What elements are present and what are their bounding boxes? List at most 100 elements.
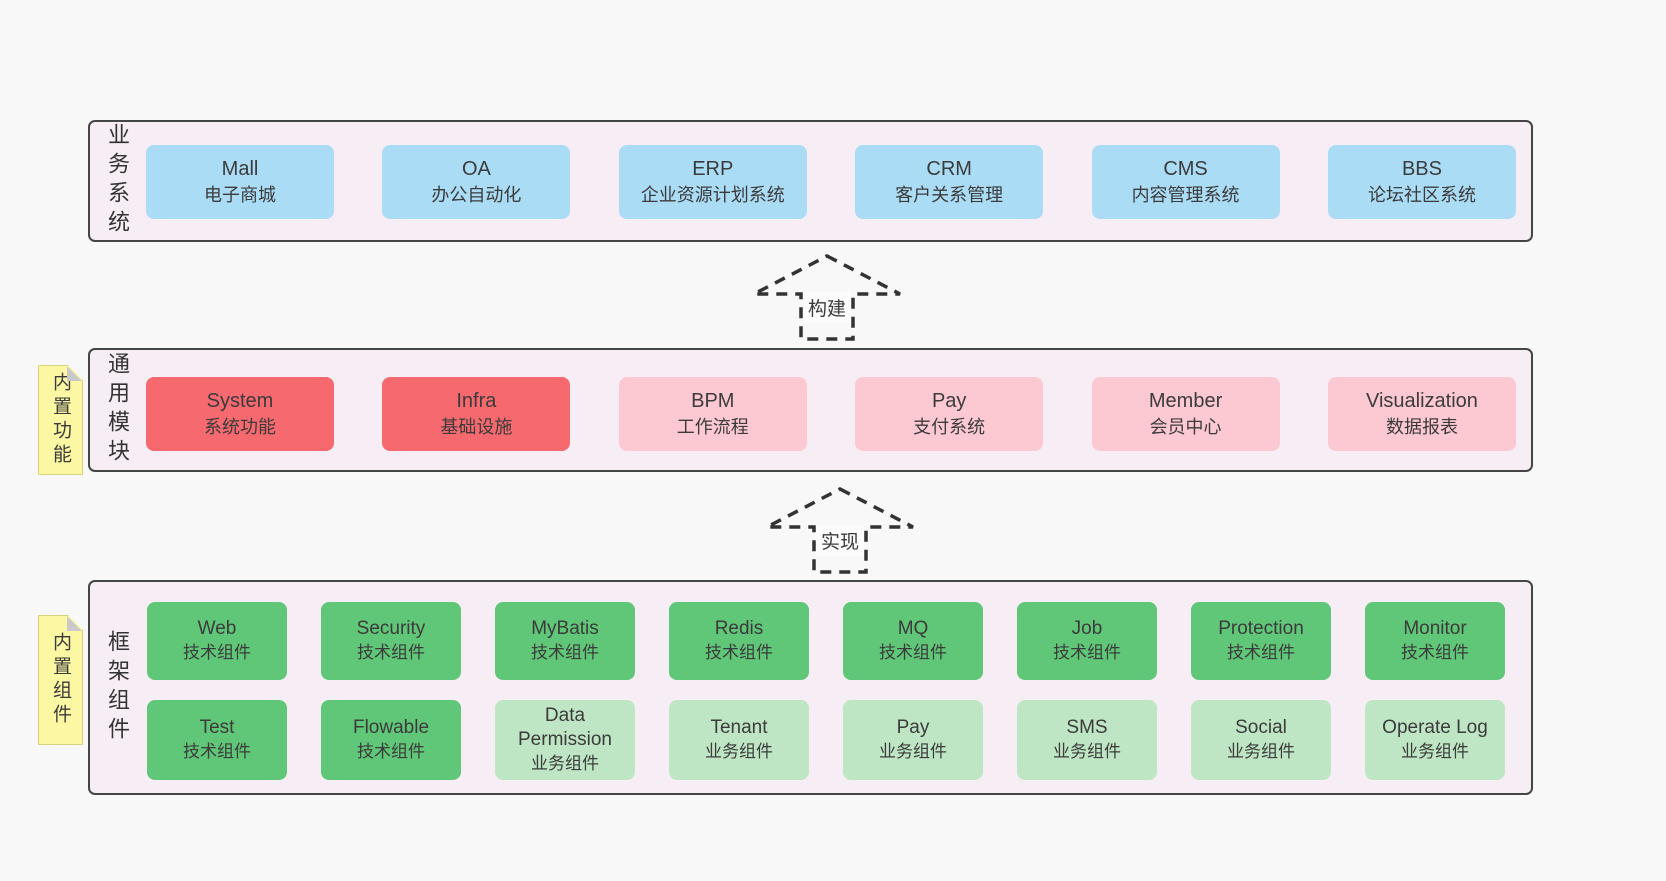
build-arrow-label: 构建 [802, 292, 852, 323]
box-title: Protection [1218, 618, 1304, 639]
implement-arrow: 实现 [765, 486, 915, 576]
box-title: CRM [926, 158, 972, 180]
framework-components-label: 框架组件 [100, 582, 134, 793]
box-subtitle: 客户关系管理 [895, 185, 1004, 205]
box-visualization: Visualization 数据报表 [1327, 377, 1516, 451]
box-subtitle: 技术组件 [183, 742, 251, 761]
common-modules-label-text: 通用模块 [105, 352, 130, 468]
common-modules-label: 通用模块 [100, 350, 134, 470]
box-member: Member 会员中心 [1091, 377, 1280, 451]
box-title: Operate Log [1382, 717, 1488, 738]
box-subtitle: 支付系统 [913, 417, 986, 437]
box-subtitle: 电子商城 [204, 185, 276, 205]
box-oa: OA 办公自动化 [382, 145, 571, 219]
box-title: MQ [897, 618, 929, 639]
framework-components-label-text: 框架组件 [105, 629, 130, 746]
box-title: Tenant [710, 717, 768, 738]
box-job: Job 技术组件 [1017, 602, 1157, 680]
box-flowable: Flowable 技术组件 [321, 700, 461, 780]
box-system: System 系统功能 [146, 377, 334, 451]
built-in-features-tag-text: 内置功能 [50, 372, 71, 468]
common-modules-panel: 通用模块 System 系统功能 Infra 基础设施 BPM 工作流程 Pay… [88, 348, 1533, 472]
box-subtitle: 技术组件 [531, 643, 599, 662]
box-subtitle: 技术组件 [879, 643, 947, 662]
box-subtitle: 会员中心 [1149, 417, 1222, 437]
box-title: Flowable [352, 717, 430, 738]
framework-row-1: Web 技术组件 Security 技术组件 MyBatis 技术组件 Redi… [147, 602, 1505, 680]
box-subtitle: 基础设施 [440, 417, 513, 437]
box-title: Visualization [1365, 390, 1478, 412]
up-block-arrow-icon [766, 487, 914, 574]
box-title: Social [1235, 717, 1287, 738]
business-systems-label-text: 业务系统 [105, 123, 130, 239]
box-bpm: BPM 工作流程 [618, 377, 807, 451]
box-subtitle: 工作流程 [676, 417, 749, 437]
box-operate-log: Operate Log 业务组件 [1365, 700, 1505, 780]
box-erp: ERP 企业资源计划系统 [618, 145, 807, 219]
box-title: Pay [896, 717, 930, 738]
box-social: Social 业务组件 [1191, 700, 1331, 780]
box-test: Test 技术组件 [147, 700, 287, 780]
box-data-permission: Data Permission 业务组件 [495, 700, 635, 780]
box-mall: Mall 电子商城 [146, 145, 334, 219]
box-subtitle: 论坛社区系统 [1367, 185, 1476, 205]
box-title: Redis [714, 618, 764, 639]
built-in-components-tag-text: 内置组件 [50, 632, 71, 728]
up-block-arrow-icon [753, 254, 901, 341]
box-title: MyBatis [531, 618, 599, 639]
business-systems-panel: 业务系统 Mall 电子商城 OA 办公自动化 ERP 企业资源计划系统 CRM… [88, 120, 1533, 242]
box-title: BBS [1401, 158, 1442, 180]
box-subtitle: 业务组件 [705, 742, 773, 761]
box-subtitle: 内容管理系统 [1131, 185, 1240, 205]
box-web: Web 技术组件 [147, 602, 287, 680]
box-subtitle: 技术组件 [1401, 643, 1469, 662]
box-subtitle: 业务组件 [1401, 742, 1469, 761]
box-pay-module: Pay 支付系统 [855, 377, 1044, 451]
box-title: Job [1071, 618, 1103, 639]
build-arrow: 构建 [752, 253, 902, 343]
box-subtitle: 技术组件 [1227, 643, 1295, 662]
modules-box-row: System 系统功能 Infra 基础设施 BPM 工作流程 Pay 支付系统… [146, 377, 1516, 451]
box-title: Web [197, 618, 237, 639]
box-title: Test [199, 717, 235, 738]
box-subtitle: 技术组件 [1053, 643, 1121, 662]
box-subtitle: 企业资源计划系统 [640, 185, 785, 205]
box-bbs: BBS 论坛社区系统 [1327, 145, 1516, 219]
box-subtitle: 业务组件 [531, 754, 599, 773]
box-title: ERP [692, 158, 734, 180]
framework-components-panel: 框架组件 Web 技术组件 Security 技术组件 MyBatis 技术组件… [88, 580, 1533, 795]
box-title: BPM [691, 390, 735, 412]
box-monitor: Monitor 技术组件 [1365, 602, 1505, 680]
business-systems-label: 业务系统 [100, 122, 134, 240]
built-in-components-tag: 内置组件 [38, 615, 83, 745]
box-title: Monitor [1403, 618, 1467, 639]
box-subtitle: 系统功能 [204, 417, 276, 437]
box-title: CMS [1163, 158, 1208, 180]
box-protection: Protection 技术组件 [1191, 602, 1331, 680]
box-title: Security [356, 618, 426, 639]
box-subtitle: 技术组件 [183, 643, 251, 662]
box-subtitle: 业务组件 [1053, 742, 1121, 761]
box-mybatis: MyBatis 技术组件 [495, 602, 635, 680]
framework-row-2: Test 技术组件 Flowable 技术组件 Data Permission … [147, 700, 1505, 780]
box-infra: Infra 基础设施 [382, 377, 571, 451]
box-sms: SMS 业务组件 [1017, 700, 1157, 780]
box-subtitle: 技术组件 [357, 643, 425, 662]
box-subtitle: 数据报表 [1385, 417, 1458, 437]
box-title: Mall [221, 158, 259, 180]
implement-arrow-label: 实现 [815, 525, 865, 556]
box-subtitle: 技术组件 [357, 742, 425, 761]
box-subtitle: 业务组件 [1227, 742, 1295, 761]
box-crm: CRM 客户关系管理 [855, 145, 1044, 219]
box-subtitle: 业务组件 [879, 742, 947, 761]
box-cms: CMS 内容管理系统 [1091, 145, 1280, 219]
box-redis: Redis 技术组件 [669, 602, 809, 680]
box-title: OA [461, 158, 491, 180]
built-in-features-tag: 内置功能 [38, 365, 83, 475]
box-title: Member [1148, 390, 1223, 412]
box-title: System [206, 390, 274, 412]
box-mq: MQ 技术组件 [843, 602, 983, 680]
box-subtitle: 办公自动化 [431, 185, 522, 205]
box-title: SMS [1066, 717, 1108, 738]
